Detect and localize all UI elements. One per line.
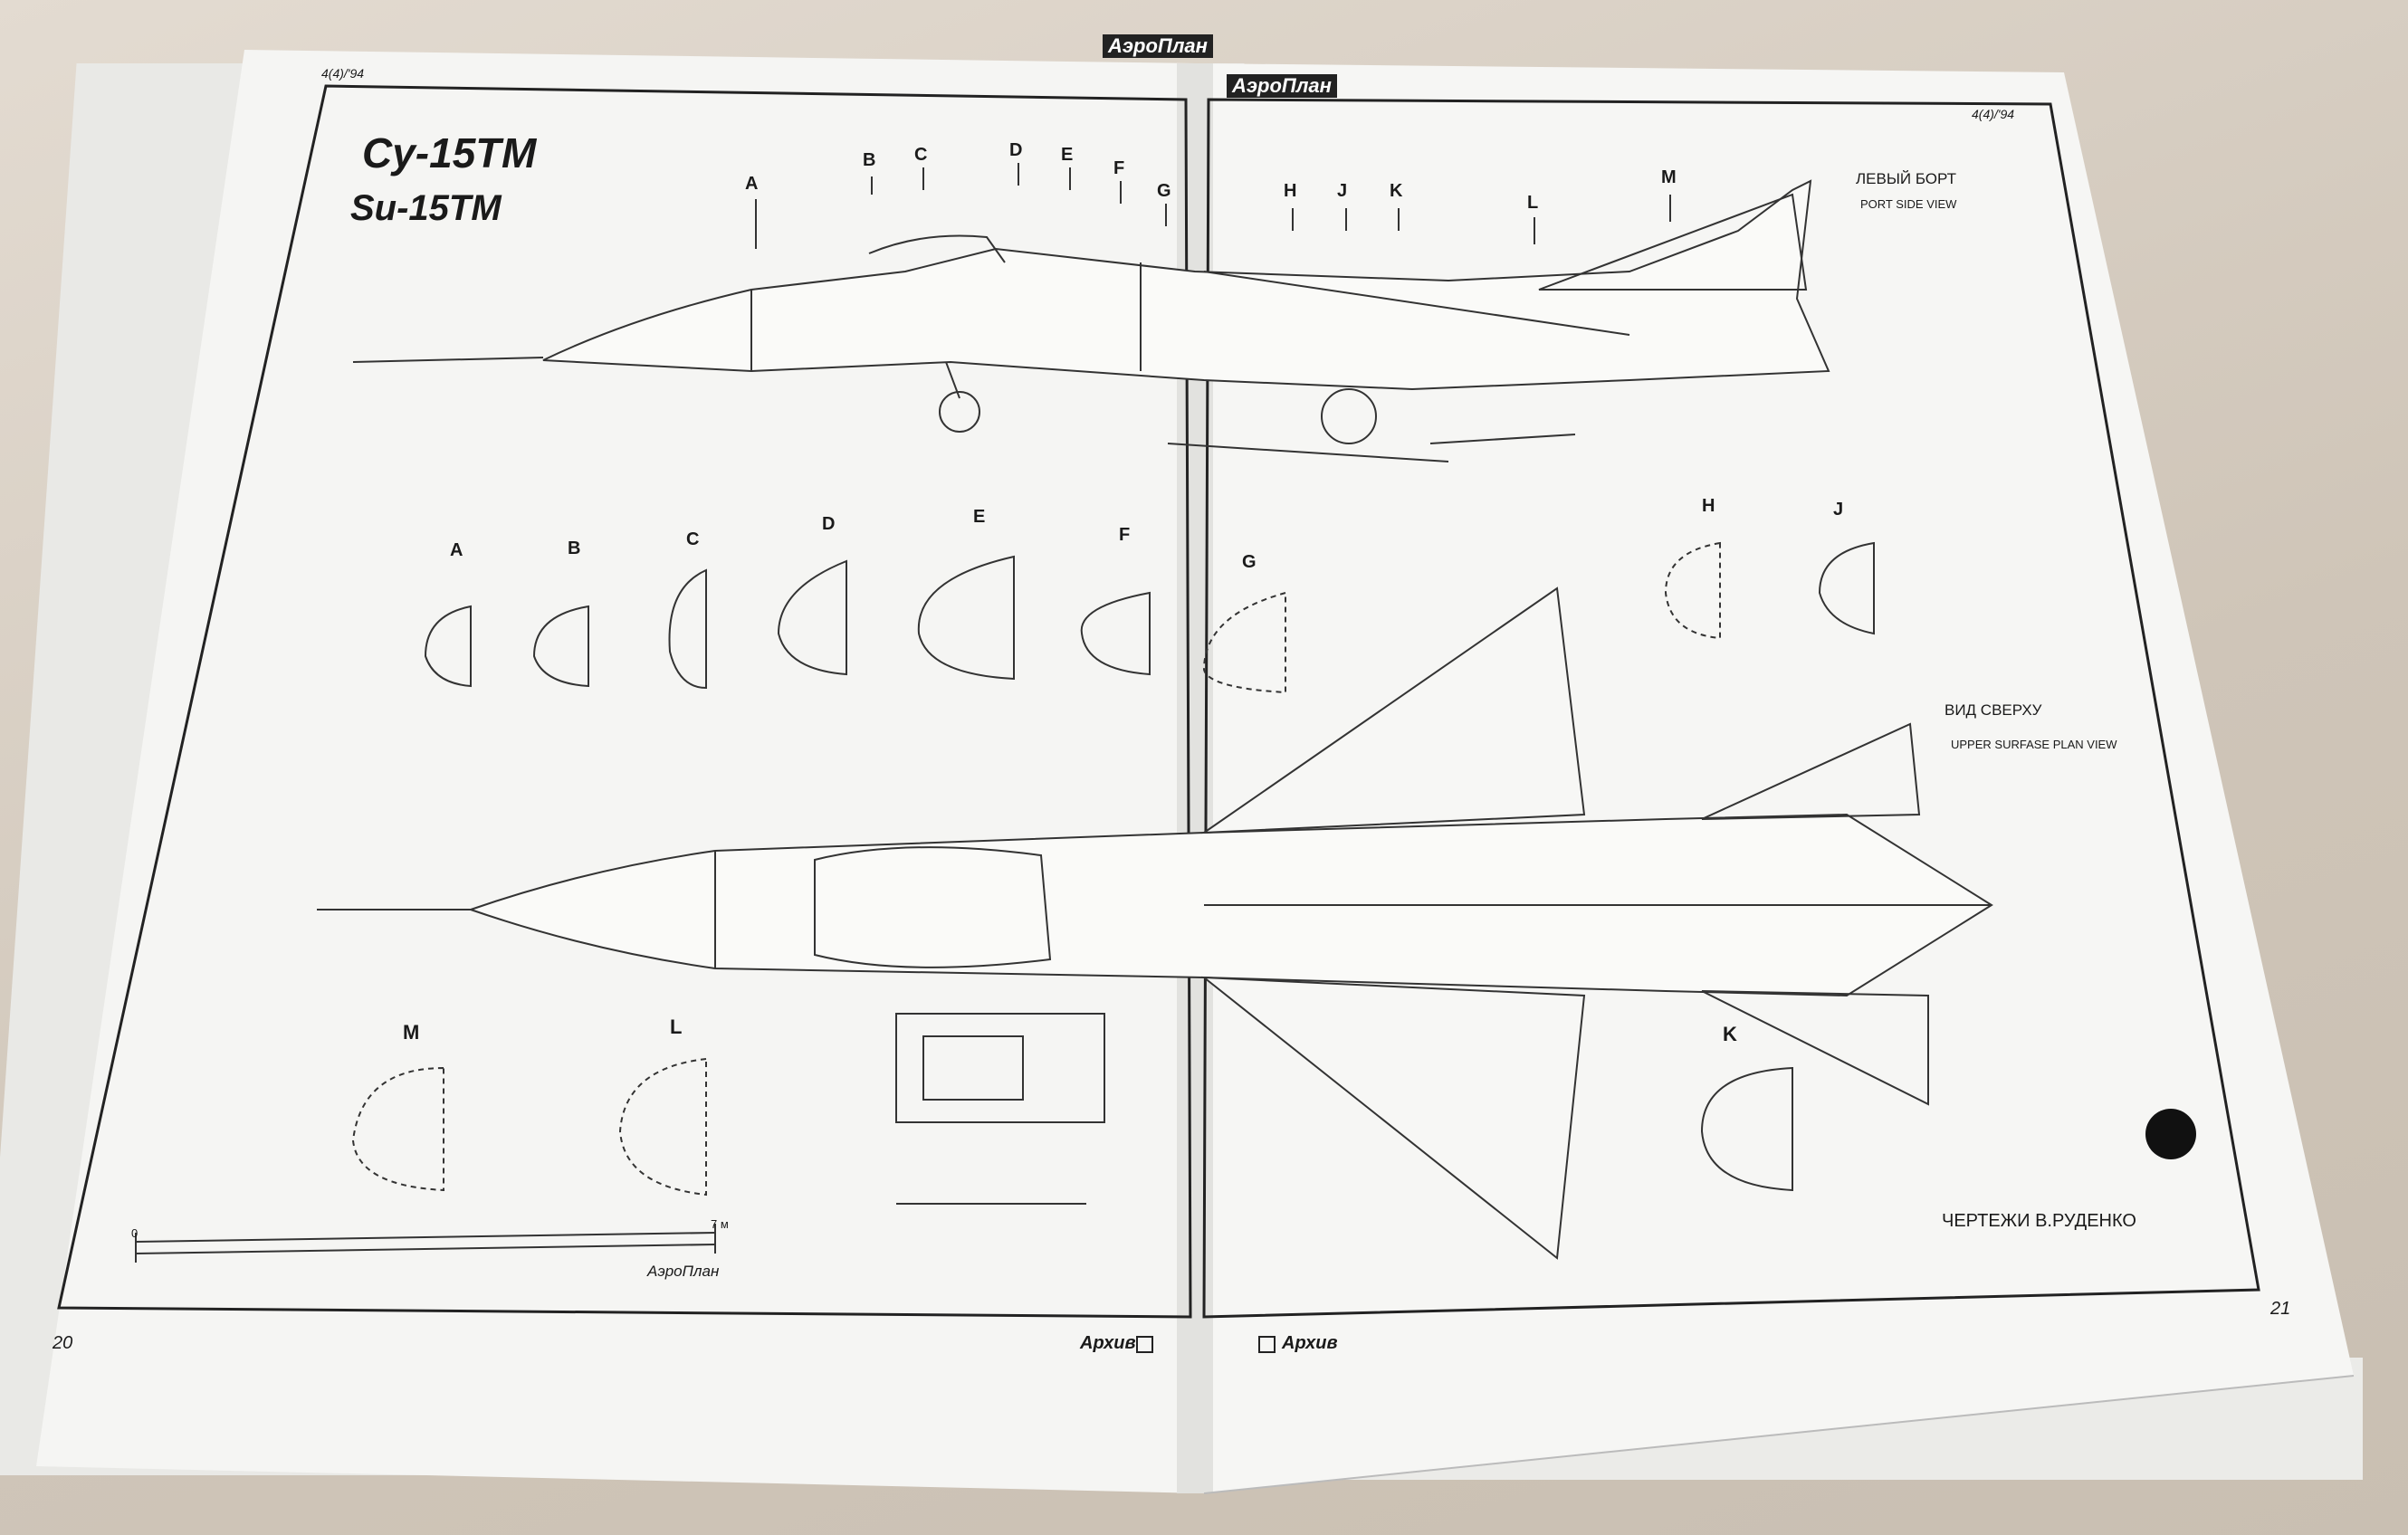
drawing-credit: ЧЕРТЕЖИ В.РУДЕНКО [1942,1211,2136,1231]
station-markers [755,163,1671,249]
scale-start-label: 0 [131,1226,139,1240]
footer-box-icon-left [1136,1336,1153,1353]
footer-box-icon-right [1258,1336,1276,1353]
section-label-g: G [1242,552,1257,572]
section-label-a: A [450,540,463,560]
side-view-label-en: PORT SIDE VIEW [1860,197,1957,211]
station-label-b: B [863,150,876,170]
station-label-g: G [1157,181,1171,201]
scale-brand-label: АэроПлан [647,1263,720,1280]
station-label-m: M [1661,167,1677,187]
section-footer-right: Архив [1282,1333,1338,1353]
page-number-right: 21 [2270,1299,2291,1319]
brand-left: АэроПлан [1103,34,1213,58]
station-label-c: C [914,145,928,165]
section-label-b: B [568,539,581,558]
side-view-label-ru: ЛЕВЫЙ БОРТ [1856,170,1956,187]
section-label-j: J [1833,500,1844,520]
section-label-l: L [670,1015,683,1038]
issue-label-right: 4(4)/'94 [1972,107,2015,121]
section-label-c: C [686,529,700,549]
section-label-e: E [973,507,986,527]
station-label-h: H [1284,181,1297,201]
section-label-m: M [403,1021,420,1044]
station-label-l: L [1527,193,1539,213]
drawing-title-en: Su-15TM [350,188,502,228]
station-label-j: J [1337,181,1348,201]
station-label-e: E [1061,145,1074,165]
section-footer-left: Архив [1080,1333,1136,1353]
section-label-d: D [822,514,836,534]
section-label-f: F [1119,525,1131,545]
page-number-left: 20 [53,1333,73,1353]
top-view-label-en: UPPER SURFASE PLAN VIEW [1951,738,2117,751]
station-label-k: K [1390,181,1403,201]
intake-detail [895,1013,1105,1205]
scale-bar [135,1224,716,1263]
drawing-title-ru: Су-15ТМ [362,129,537,176]
brand-right: АэроПлан [1227,74,1337,98]
top-view-label-ru: ВИД СВЕРХУ [1945,701,2042,719]
cross-sections-row [351,541,1875,1197]
station-label-f: F [1113,158,1125,178]
scale-end-label: 7 м [711,1217,729,1231]
section-label-k: K [1723,1023,1737,1045]
top-view-aircraft [317,586,1993,1260]
magazine-logo-icon [2145,1109,2196,1159]
station-label-a: A [745,174,759,194]
station-label-d: D [1009,140,1023,160]
section-label-h: H [1702,496,1715,516]
side-view-aircraft [352,179,1830,462]
issue-label-left: 4(4)/'94 [321,66,365,81]
